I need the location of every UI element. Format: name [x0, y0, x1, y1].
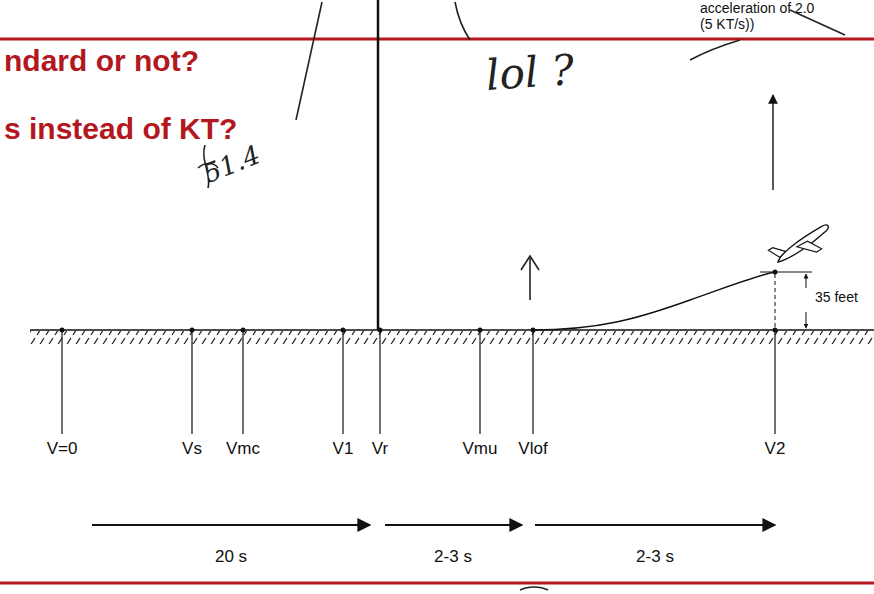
speed-tick: [479, 330, 480, 434]
runway-line: [30, 329, 874, 331]
note-text: acceleration of 2.0: [700, 1, 814, 16]
duration-label: 2-3 s: [434, 548, 472, 567]
duration-label: 2-3 s: [636, 548, 674, 567]
speed-label: Vmu: [463, 440, 498, 459]
speed-label: V2: [765, 440, 786, 459]
speed-tick: [342, 330, 343, 434]
slide-rule: [0, 38, 874, 41]
speed-ticks: [60, 328, 778, 435]
duration-arrow: [92, 524, 370, 526]
speed-tick: [532, 330, 533, 434]
dimension-label: 35 feet: [815, 290, 858, 305]
speed-label: Vlof: [518, 440, 547, 459]
vr-vertical-line: [377, 0, 380, 330]
acceleration-arrow: [772, 95, 773, 190]
duration-label: 20 s: [215, 548, 247, 567]
speed-dot: [190, 328, 195, 333]
speed-tick: [379, 330, 380, 434]
ground-hatching: [30, 331, 874, 344]
speed-tick: [242, 330, 243, 434]
speed-dot: [60, 328, 65, 333]
speed-dot: [241, 328, 246, 333]
handwritten-note: 51.4: [200, 140, 264, 188]
handwritten-note: lol ?: [484, 47, 575, 99]
duration-arrow: [385, 524, 522, 526]
aircraft-icon: [768, 217, 836, 274]
speed-dot: [478, 328, 483, 333]
speed-dot: [341, 328, 346, 333]
speed-tick: [61, 330, 62, 434]
note-text: (5 KT/s)): [700, 17, 754, 32]
dimension-extension: [760, 272, 812, 273]
speed-label: Vmc: [226, 440, 260, 459]
dimension-arrow: [806, 274, 807, 288]
slide-heading: s instead of KT?: [2, 112, 239, 145]
speed-label: Vs: [182, 440, 202, 459]
speed-label: Vr: [372, 440, 388, 459]
slide-rule: [0, 582, 874, 585]
slide-heading: ndard or not?: [2, 44, 201, 77]
speed-tick: [774, 330, 775, 434]
speed-label: V=0: [47, 440, 78, 459]
height-line: [775, 274, 776, 330]
handwritten-marks: [198, 2, 845, 590]
speed-label: V1: [333, 440, 354, 459]
duration-arrow: [535, 524, 775, 526]
speed-tick: [191, 330, 192, 434]
climb-path: [532, 272, 775, 330]
dimension-arrow: [806, 312, 807, 328]
